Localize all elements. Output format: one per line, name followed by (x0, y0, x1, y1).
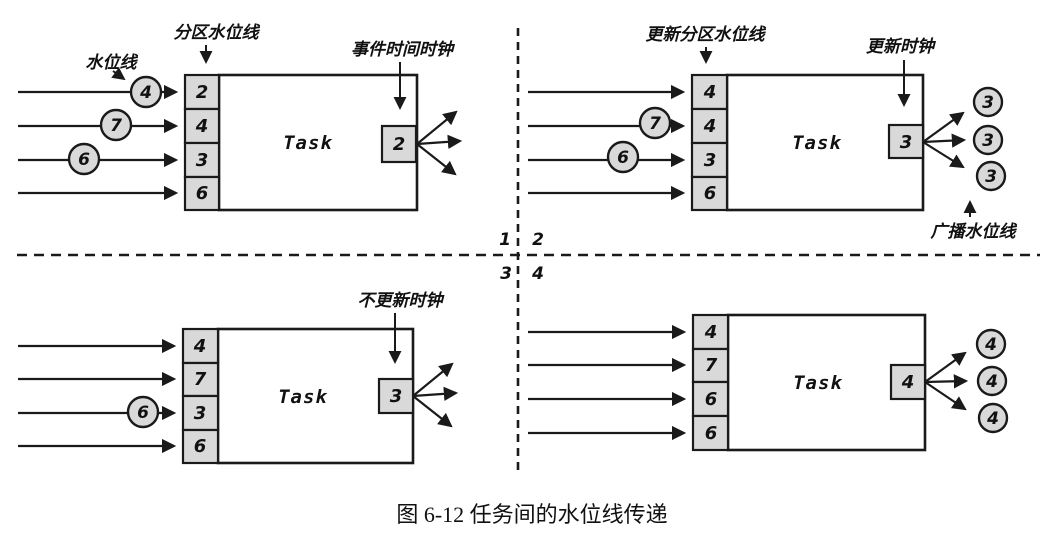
quadrant-4: 4 7 6 6 Task 4 4 4 4 4 (528, 264, 1009, 452)
slot-value: 3 (196, 150, 209, 171)
slot-value: 4 (703, 116, 717, 137)
slot-value: 4 (193, 336, 207, 357)
slot-value: 4 (195, 116, 209, 137)
task-label: Task (792, 132, 842, 154)
broadcast-watermark-circle (975, 160, 1007, 192)
watermark-circle (638, 106, 672, 140)
clock-value: 4 (901, 372, 915, 393)
partition-watermark-slot (183, 73, 221, 111)
output-arrow (922, 141, 965, 169)
slot-value: 6 (194, 436, 207, 457)
quadrant-2: 4 4 3 6 Task 7 6 3 3 3 3 更新分区水位线 更新时钟 广播… (528, 25, 1017, 250)
watermark-value: 4 (139, 83, 152, 103)
event-time-clock-slot (377, 377, 415, 415)
output-arrow (412, 362, 454, 397)
event-time-clock-slot (380, 124, 418, 164)
watermark-circle (129, 75, 163, 109)
partition-watermark-slot (691, 414, 730, 452)
task-label: Task (278, 386, 328, 408)
output-arrow (922, 133, 967, 148)
figure-caption: 图 6-12 任务间的水位线传递 (396, 502, 667, 527)
watermark-label: 水位线 (86, 53, 139, 73)
update-clock-label: 更新时钟 (866, 37, 937, 57)
output-arrow (924, 374, 969, 389)
event-time-clock-label: 事件时间时钟 (351, 40, 456, 60)
slot-value: 4 (703, 82, 717, 103)
output-arrow (412, 395, 453, 428)
update-partition-watermark-label: 更新分区水位线 (646, 25, 767, 45)
slot-value: 3 (704, 150, 717, 171)
watermark-circle (606, 140, 640, 174)
watermark-value: 7 (110, 116, 122, 136)
broadcast-watermark-value: 4 (984, 335, 997, 355)
broadcast-watermark-circle (975, 328, 1007, 360)
slot-value: 2 (196, 82, 209, 103)
quadrant-number: 1 (499, 230, 511, 250)
slot-value: 6 (705, 389, 718, 410)
partition-watermark-slot (690, 175, 729, 212)
slot-value: 4 (704, 322, 718, 343)
output-arrow (412, 386, 459, 401)
watermark-value: 6 (617, 148, 629, 168)
slot-value: 7 (194, 369, 207, 390)
partition-watermark-slot (691, 380, 730, 418)
output-arrow (416, 143, 457, 176)
partition-watermark-label: 分区水位线 (174, 23, 261, 43)
output-arrow (924, 351, 967, 383)
task-label: Task (793, 372, 843, 394)
slot-value: 6 (196, 183, 209, 204)
slot-value: 3 (194, 403, 207, 424)
watermark-value: 6 (137, 403, 149, 423)
partition-watermark-slot (691, 313, 730, 351)
quadrant-1: 2 4 3 6 Task 4 7 6 2 水位线 分区水位线 事件时间时钟 1 (18, 23, 511, 250)
broadcast-watermark-circle (972, 124, 1004, 156)
broadcast-watermark-circle (976, 365, 1008, 397)
output-arrow (924, 381, 967, 411)
clock-value: 3 (390, 386, 403, 407)
output-arrow (416, 134, 463, 149)
watermark-circle (126, 395, 160, 429)
partition-watermark-slot (183, 107, 221, 145)
watermark-circle (67, 142, 101, 176)
clock-value: 2 (393, 134, 406, 155)
event-time-clock-slot (889, 363, 927, 401)
quadrant-number: 3 (500, 264, 512, 284)
task-label: Task (283, 132, 333, 154)
output-arrow (922, 111, 965, 143)
broadcast-watermark-value: 4 (985, 372, 998, 392)
event-time-clock-slot (887, 123, 925, 160)
watermark-value: 7 (649, 114, 661, 134)
quadrant-number: 4 (531, 264, 544, 284)
broadcast-watermark-value: 3 (985, 167, 997, 187)
partition-watermark-slot (181, 428, 220, 465)
broadcast-watermark-circle (972, 86, 1004, 118)
watermark-pointer-arrow (111, 67, 126, 81)
no-update-clock-label: 不更新时钟 (358, 291, 446, 311)
broadcast-watermark-value: 3 (982, 131, 994, 151)
broadcast-watermark-label: 广播水位线 (930, 222, 1018, 242)
partition-watermark-slot (181, 394, 220, 432)
watermark-value: 6 (78, 150, 90, 170)
partition-watermark-slot (183, 175, 221, 212)
clock-value: 3 (900, 132, 913, 153)
quadrant-3: 4 7 3 6 Task 6 3 不更新时钟 3 (18, 264, 512, 465)
broadcast-watermark-circle (977, 402, 1009, 434)
slot-value: 6 (704, 183, 717, 204)
output-arrow (416, 110, 458, 145)
quadrant-number: 2 (532, 230, 544, 250)
broadcast-watermark-value: 4 (986, 409, 999, 429)
broadcast-watermark-value: 3 (982, 93, 994, 113)
watermark-circle (99, 108, 133, 142)
slot-value: 7 (705, 355, 718, 376)
slot-value: 6 (705, 423, 718, 444)
